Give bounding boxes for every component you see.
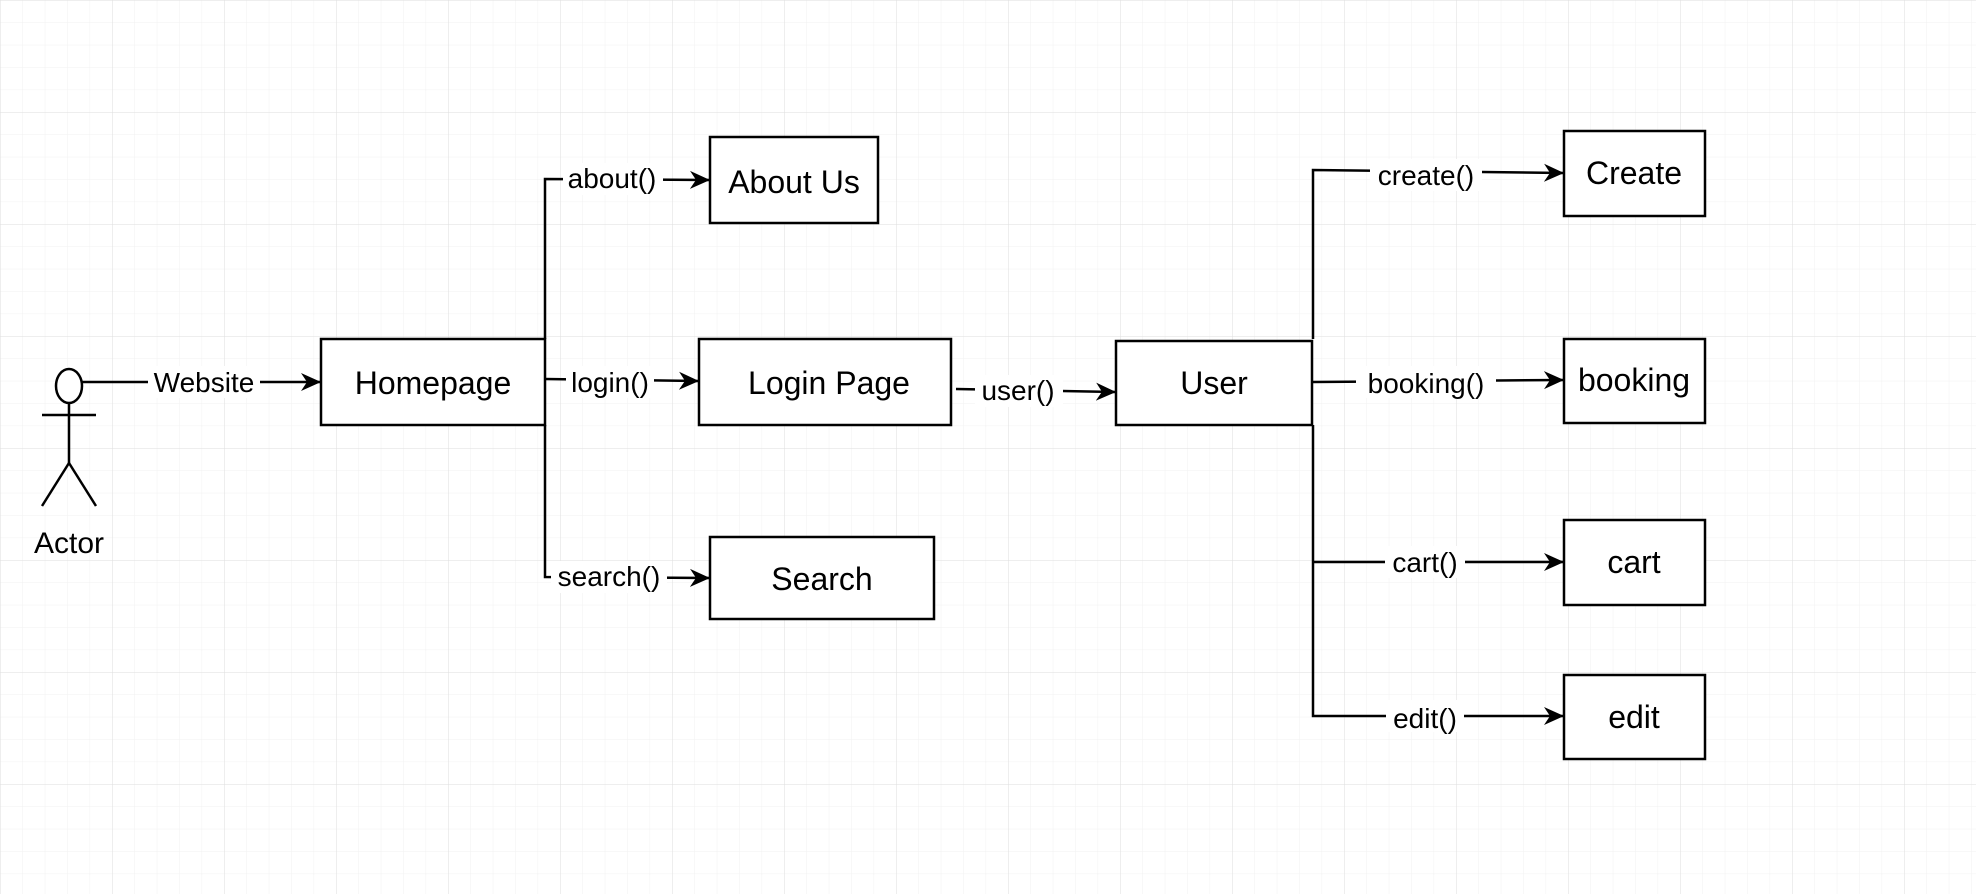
node-login-page[interactable] xyxy=(697,337,953,427)
node-search[interactable] xyxy=(708,535,936,621)
actor-label: Actor xyxy=(34,527,104,560)
edge-label-bg xyxy=(1370,159,1482,191)
node-label-user: User xyxy=(1180,365,1248,401)
edge-edit xyxy=(1311,425,1564,725)
actor-right-leg xyxy=(67,462,98,507)
node-booking[interactable] xyxy=(1562,337,1707,425)
edge-label-bg xyxy=(551,561,667,593)
edge-label-create: create() xyxy=(1378,160,1474,191)
node-label-search: Search xyxy=(771,561,872,597)
actor-left-leg xyxy=(40,462,71,507)
edge-label-booking: booking() xyxy=(1368,368,1485,399)
edge-label-user: user() xyxy=(981,375,1054,406)
edge-label-bg xyxy=(1356,366,1496,398)
node-label-login-page: Login Page xyxy=(748,365,910,401)
node-user[interactable] xyxy=(1114,339,1314,427)
edge-label-bg xyxy=(975,375,1063,407)
edge-label-bg xyxy=(1386,700,1464,732)
node-homepage[interactable] xyxy=(319,337,547,427)
node-label-create: Create xyxy=(1586,155,1682,191)
edge-label-cart: cart() xyxy=(1392,547,1457,578)
node-label-cart: cart xyxy=(1607,544,1660,580)
node-label-booking: booking xyxy=(1578,362,1690,398)
edge-label-bg xyxy=(1385,546,1465,578)
node-edit[interactable] xyxy=(1562,673,1707,761)
edge-label-about: about() xyxy=(568,163,657,194)
edge-label-website: Website xyxy=(154,367,255,398)
node-label-homepage: Homepage xyxy=(355,365,512,401)
node-create[interactable] xyxy=(1562,129,1707,218)
edge-label-bg xyxy=(566,366,654,398)
actor[interactable] xyxy=(40,367,98,507)
node-about-us[interactable] xyxy=(708,135,880,225)
actor-head xyxy=(54,367,84,405)
edge-label-bg xyxy=(148,366,260,398)
edge-label-bg xyxy=(563,163,663,195)
edge-label-edit: edit() xyxy=(1393,703,1457,734)
edge-label-login: login() xyxy=(571,367,649,398)
node-label-about-us: About Us xyxy=(728,164,860,200)
node-cart[interactable] xyxy=(1562,518,1707,607)
node-label-edit: edit xyxy=(1608,699,1660,735)
edge-label-search: search() xyxy=(558,561,661,592)
